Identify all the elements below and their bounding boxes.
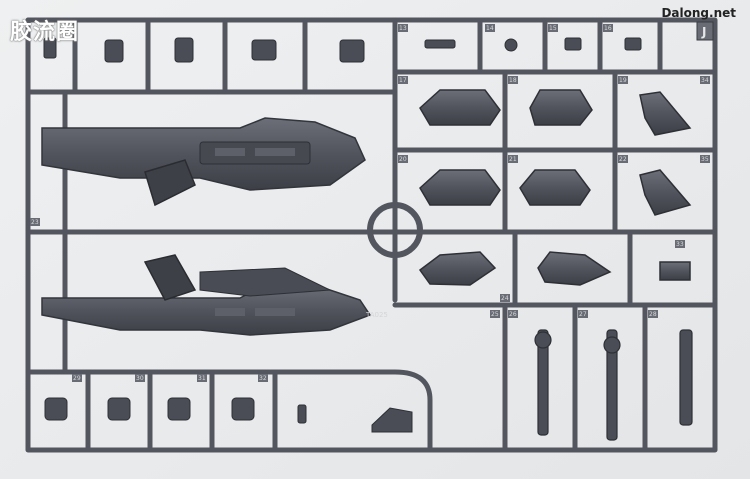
armor-parts-right — [418, 89, 692, 286]
gate-number: 28 — [649, 311, 657, 318]
gate-tag — [508, 155, 518, 163]
gate-number-tags: 13 14 15 16 17 18 19 20 21 22 23 24 25 2… — [30, 24, 710, 382]
gate-tag — [500, 294, 510, 302]
runner-ring — [367, 202, 423, 258]
gate-number: 22 — [619, 156, 627, 163]
gate-number: 14 — [486, 25, 494, 32]
part-code: TA025 — [365, 311, 388, 319]
gate-tag — [700, 76, 710, 84]
rod-parts — [534, 329, 693, 441]
gate-tag — [30, 218, 40, 226]
gate-number: 23 — [31, 219, 39, 226]
gate-tag — [675, 240, 685, 248]
gate-number: 33 — [676, 241, 684, 248]
gate-tag — [197, 374, 207, 382]
gate-tag — [490, 310, 500, 318]
gate-number: 32 — [259, 375, 267, 382]
gate-number: 16 — [604, 25, 612, 32]
runner-frame — [25, 17, 718, 453]
gate-tag — [618, 155, 628, 163]
gate-tag — [548, 24, 558, 32]
gate-number: 17 — [399, 77, 407, 84]
gate-number: 25 — [491, 311, 499, 318]
gate-tag — [398, 76, 408, 84]
gate-number: 19 — [619, 77, 627, 84]
gate-tag — [700, 155, 710, 163]
gate-tag — [258, 374, 268, 382]
gate-number: 24 — [501, 295, 509, 302]
gate-number: 26 — [509, 311, 517, 318]
gate-tag — [485, 24, 495, 32]
watermark-site-right: Dalong.net — [661, 6, 736, 20]
gate-tag — [72, 374, 82, 382]
gate-tag — [398, 24, 408, 32]
gate-number: 21 — [509, 156, 517, 163]
gate-number: 20 — [399, 156, 407, 163]
gate-tag — [398, 155, 408, 163]
gate-tag — [603, 24, 613, 32]
gate-number: 13 — [399, 25, 407, 32]
gate-number: 31 — [198, 375, 206, 382]
gate-tag — [508, 310, 518, 318]
runner-letter-tag — [696, 21, 714, 41]
gate-number: 27 — [579, 311, 587, 318]
gate-tag — [508, 76, 518, 84]
gate-number: 30 — [136, 375, 144, 382]
watermark-logo-left: 胶流圈 — [10, 20, 80, 45]
gate-number: 34 — [701, 77, 709, 84]
cannon-part-lower — [41, 254, 372, 336]
small-parts-top — [43, 37, 642, 63]
cannon-part-upper — [41, 117, 366, 207]
gate-number: 35 — [701, 156, 709, 163]
gate-tag — [135, 374, 145, 382]
gate-number: 15 — [549, 25, 557, 32]
small-parts-bottom — [44, 397, 413, 433]
gate-number: 29 — [73, 375, 81, 382]
runner-letter: J — [701, 25, 706, 39]
gate-number: 18 — [509, 77, 517, 84]
gate-tag — [648, 310, 658, 318]
gate-tag — [578, 310, 588, 318]
gate-tag — [618, 76, 628, 84]
